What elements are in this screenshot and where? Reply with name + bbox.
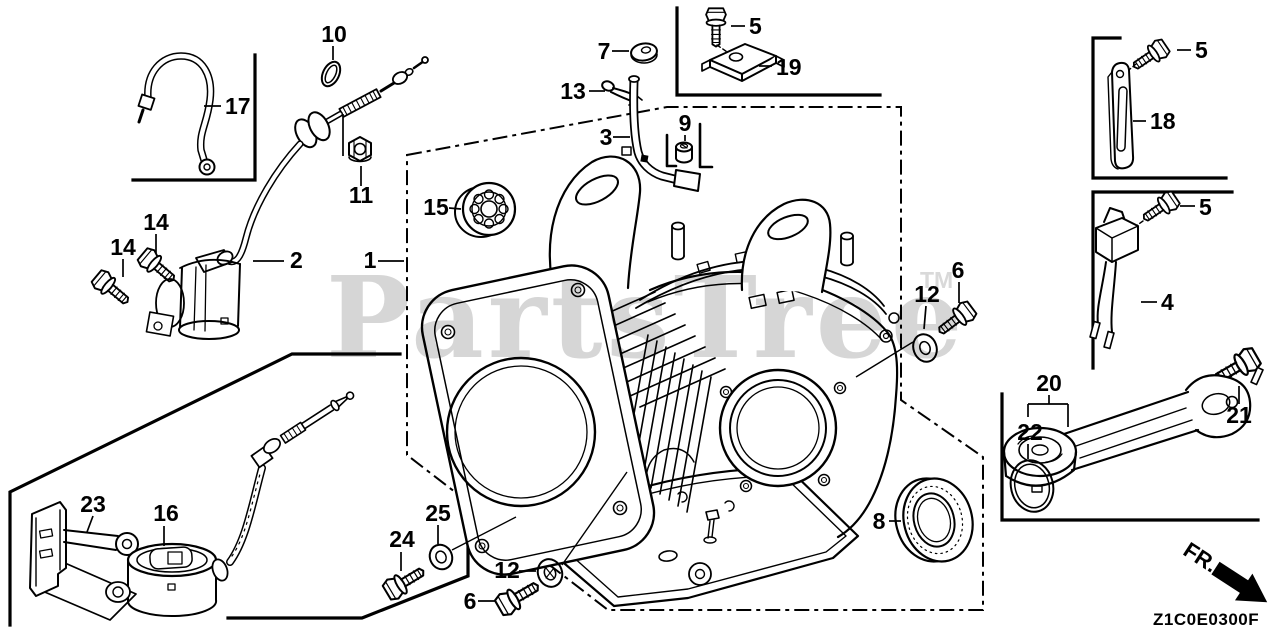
part3-breather-pipe (621, 75, 701, 192)
callout-part2: 2 (290, 247, 303, 273)
part8-oil-seal (894, 477, 974, 563)
callout-part10: 10 (321, 21, 347, 47)
part2-choke-unit (145, 249, 241, 340)
callout-part8: 8 (873, 508, 886, 534)
bracket-part18-group (1091, 36, 1228, 180)
part14-bolt-upper (134, 245, 182, 289)
part5-bolt-right-mid (1137, 188, 1183, 228)
part15-ball-bearing (454, 181, 517, 238)
part11-flange-nut (348, 136, 372, 163)
callout-part14-lower: 14 (110, 234, 136, 260)
callout-part7: 7 (598, 38, 611, 64)
cooling-fins (569, 291, 726, 513)
bracket-part16-23-group (8, 352, 402, 627)
callout-part6-bottom: 6 (464, 588, 477, 614)
cylinder-barrel-assembly (420, 155, 900, 608)
part22-o-ring (1009, 459, 1055, 513)
part25-washer (428, 543, 454, 571)
part10-ring (320, 60, 342, 88)
part5-bolt-top (705, 7, 727, 48)
watermark-text: PartsTree (326, 253, 966, 384)
callout-part15: 15 (423, 194, 449, 220)
callout-part5-right-top: 5 (1195, 37, 1208, 63)
callout-part5-top: 5 (749, 13, 762, 39)
callout-part12-bottom: 12 (494, 557, 520, 583)
engine-mounting-ears (548, 155, 832, 302)
part12-washer-right (912, 333, 938, 363)
callout-labels: 10 17 14 14 11 2 1 15 7 13 3 5 19 9 5 18… (80, 13, 1252, 614)
watermark-tm: TM (920, 267, 953, 293)
part2-control-cable (224, 56, 429, 266)
part14-bolt-lower (88, 267, 136, 311)
part5-bolt-right-top (1127, 36, 1173, 76)
callout-part18: 18 (1150, 108, 1176, 134)
leader-lines (86, 25, 1240, 602)
callout-part11: 11 (349, 182, 374, 208)
callout-part6-right: 6 (952, 257, 965, 283)
cylinder-studs (671, 221, 854, 267)
diagram-code: Z1C0E0300F (1153, 610, 1259, 629)
callout-part16: 16 (153, 500, 179, 526)
callout-part5-right-mid: 5 (1199, 194, 1212, 220)
callout-part23: 23 (80, 491, 106, 517)
part4-wire-assembly (1089, 207, 1139, 350)
bracket-part4-group (1091, 190, 1234, 370)
callout-part9: 9 (679, 110, 692, 136)
part5-top-leader-dashed (716, 44, 731, 55)
part16-oil-switch-unit (105, 391, 355, 618)
callout-part24: 24 (389, 526, 415, 552)
bracket-part17-group (131, 53, 257, 182)
part9-grommet (665, 122, 714, 169)
part19-clamp-plate (701, 43, 785, 82)
bracket-part5-19-group (675, 6, 882, 97)
front-direction-marker: FR. (1179, 537, 1268, 603)
bracket-part20-group (1000, 392, 1260, 522)
callout-part17: 17 (225, 93, 251, 119)
callout-part25: 25 (425, 500, 451, 526)
part23-bracket (29, 501, 139, 621)
callout-part3: 3 (600, 124, 613, 150)
callout-part12-right: 12 (914, 281, 940, 307)
cylinder-bore (445, 356, 597, 508)
callout-part22: 22 (1017, 419, 1043, 445)
cylinder-front-flange (420, 264, 656, 576)
callout-part4: 4 (1161, 289, 1174, 315)
callout-part20: 20 (1036, 370, 1062, 396)
front-direction-arrow-icon (1211, 561, 1268, 603)
callout-part13: 13 (560, 78, 586, 104)
part12-washer-bottom (536, 558, 564, 588)
part7-washer (630, 42, 658, 64)
callout-part1: 1 (364, 247, 377, 273)
callout-part14-upper: 14 (143, 209, 169, 235)
part17-breather-tube (137, 52, 216, 176)
part18-clamp-strip (1107, 61, 1135, 170)
main-bearing-boss (718, 368, 847, 493)
callout-part21: 21 (1226, 402, 1252, 428)
callout-part19: 19 (776, 54, 802, 80)
